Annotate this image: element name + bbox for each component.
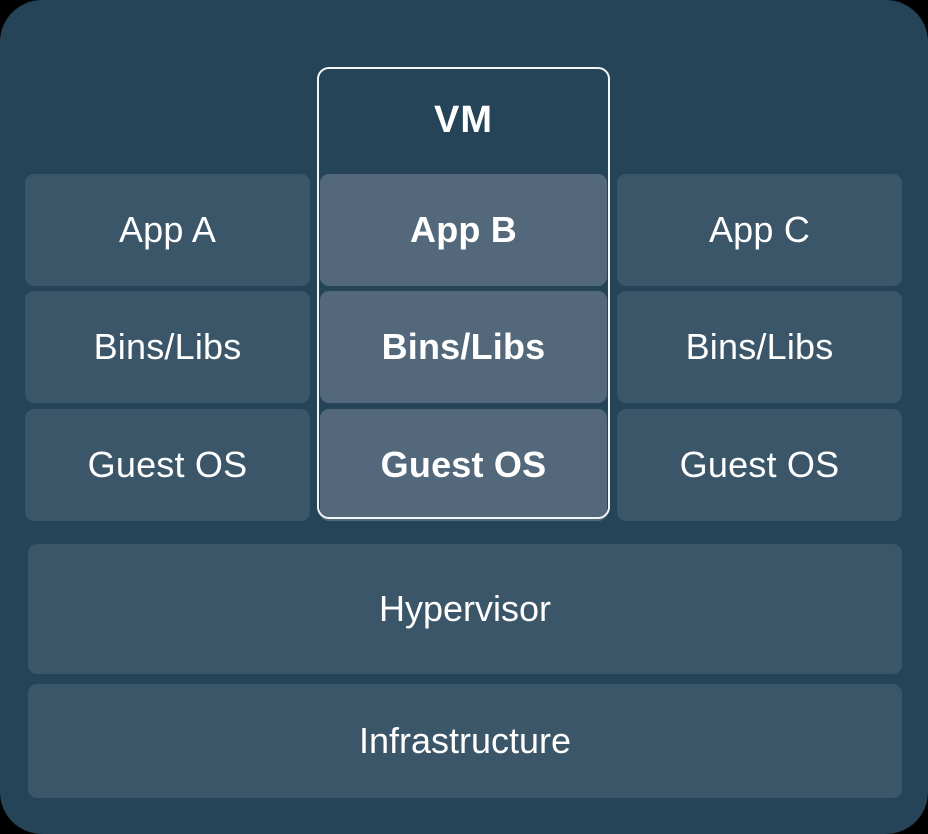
box-guest-os-right[interactable]: Guest OS <box>617 409 902 521</box>
box-hypervisor[interactable]: Hypervisor <box>28 544 902 674</box>
box-bins-libs-left[interactable]: Bins/Libs <box>25 291 310 403</box>
stack-row-app: App A App B App C <box>0 174 928 286</box>
box-guest-os-left[interactable]: Guest OS <box>25 409 310 521</box>
box-app-b[interactable]: App B <box>320 174 607 286</box>
stack-row-guest-os: Guest OS Guest OS Guest OS <box>0 409 928 521</box>
box-app-a[interactable]: App A <box>25 174 310 286</box>
box-bins-libs-right[interactable]: Bins/Libs <box>617 291 902 403</box>
box-app-c[interactable]: App C <box>617 174 902 286</box>
stack-row-bins-libs: Bins/Libs Bins/Libs Bins/Libs <box>0 291 928 403</box>
box-guest-os-center[interactable]: Guest OS <box>320 409 607 521</box>
box-infrastructure[interactable]: Infrastructure <box>28 684 902 798</box>
box-bins-libs-center[interactable]: Bins/Libs <box>320 291 607 403</box>
vm-highlight-title: VM <box>434 99 493 141</box>
